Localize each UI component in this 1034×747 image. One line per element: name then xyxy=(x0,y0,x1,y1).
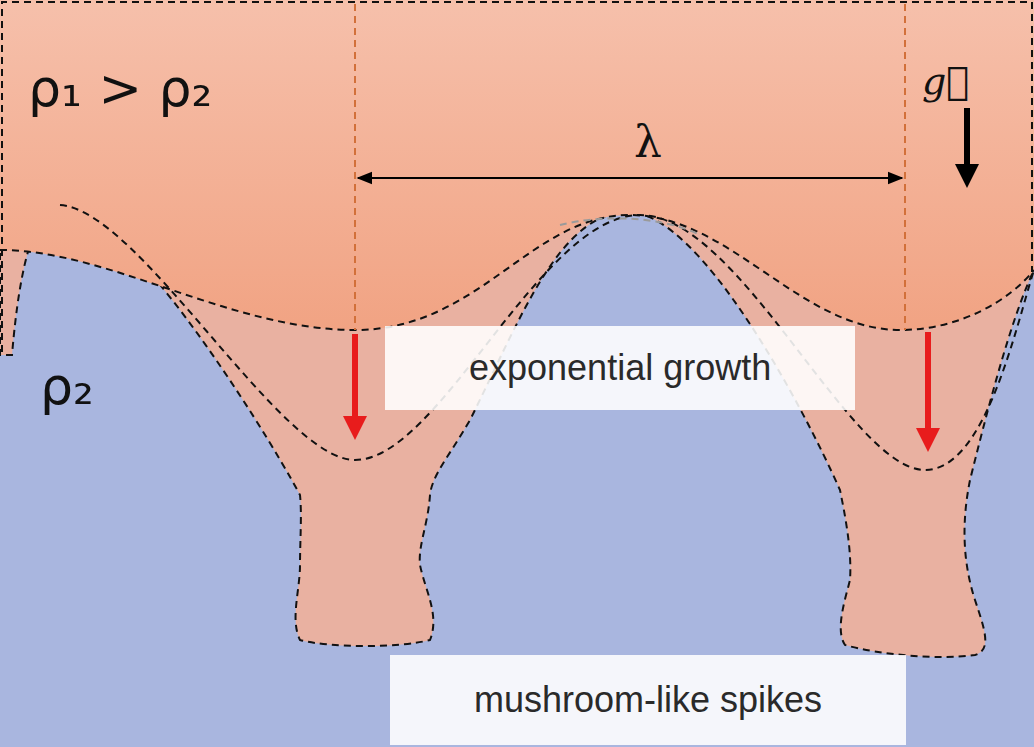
caption-text: mushroom-like spikes xyxy=(474,678,906,721)
wavelength-label: λ xyxy=(634,120,662,164)
gravity-arrow xyxy=(964,108,970,176)
density-label: ρ₂ xyxy=(40,360,94,412)
caption-text: exponential growth xyxy=(469,346,855,389)
wavelength-arrow xyxy=(358,177,902,179)
initial-interface xyxy=(0,215,1034,330)
wavelength-marker xyxy=(904,4,906,330)
frame xyxy=(2,2,1032,352)
heavy-fluid xyxy=(0,0,1034,330)
wavelength-marker xyxy=(354,4,356,330)
growth-arrow xyxy=(925,332,931,440)
density-label: ρ₁ > ρ₂ xyxy=(28,62,212,114)
growth-arrow xyxy=(352,334,358,428)
caption-box: mushroom-like spikes xyxy=(390,655,906,745)
gravity-label: g⃗ xyxy=(922,62,969,100)
caption-box: exponential growth xyxy=(385,326,855,410)
faint-interface xyxy=(560,218,700,235)
spike-layer xyxy=(0,0,1034,657)
growing-interface xyxy=(60,205,1034,470)
